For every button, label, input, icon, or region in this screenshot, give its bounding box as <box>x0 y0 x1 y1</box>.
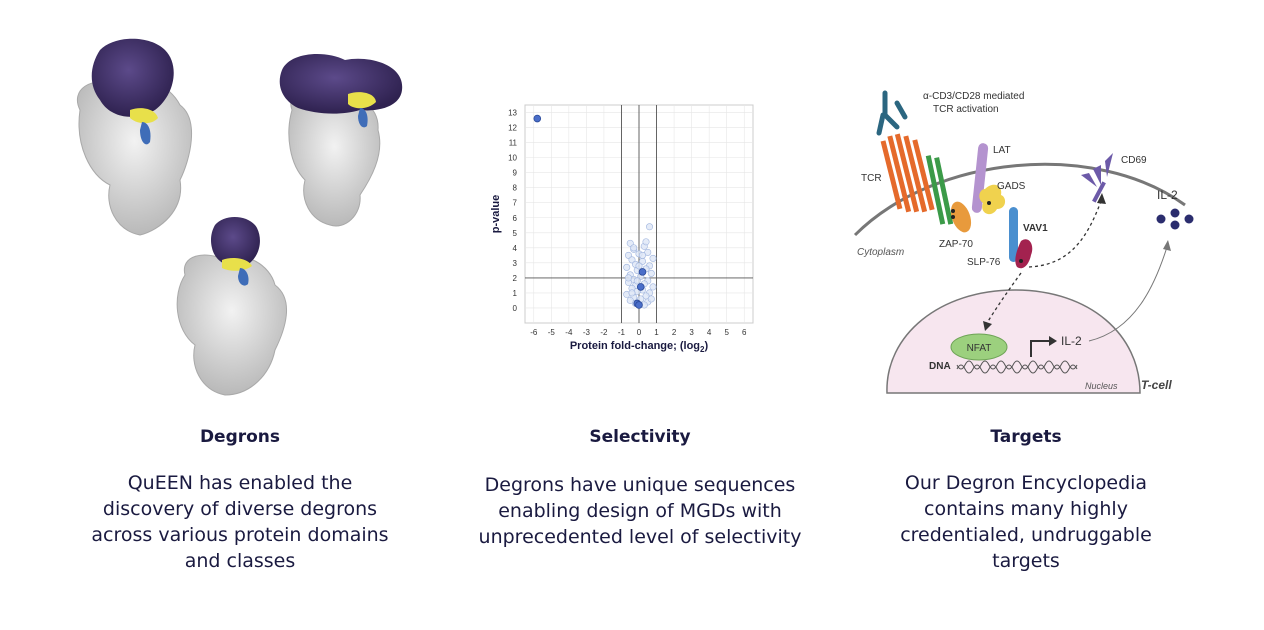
x-tick-label: 1 <box>654 328 659 337</box>
y-tick-label: 12 <box>508 124 517 133</box>
x-tick-label: 2 <box>672 328 677 337</box>
background-protein-point <box>624 274 632 282</box>
nucleus-shape <box>886 289 1141 394</box>
y-tick-label: 10 <box>508 154 517 163</box>
arrow-to-cd69 <box>1028 200 1102 268</box>
tcell-label: T-cell <box>1141 378 1172 392</box>
activation-label-2: TCR activation <box>933 104 999 115</box>
protein-structure-3 <box>176 217 288 396</box>
nfat-label: NFAT <box>967 343 992 354</box>
tcr-label: TCR <box>861 173 882 184</box>
background-protein-point <box>639 251 647 259</box>
y-tick-label: 1 <box>513 289 518 298</box>
dna-label: DNA <box>929 361 951 372</box>
y-axis-label: p-value <box>490 195 502 234</box>
background-protein-point <box>649 254 657 262</box>
x-tick-label: 5 <box>724 328 729 337</box>
cd69-label: CD69 <box>1121 155 1147 166</box>
arrow-secretion <box>1088 246 1168 342</box>
highlighted-protein-point <box>533 114 542 123</box>
y-tick-label: 9 <box>513 169 518 178</box>
zap70-label: ZAP-70 <box>939 239 973 250</box>
il2-molecules <box>1156 208 1194 230</box>
highlighted-protein-point <box>635 301 643 309</box>
antibody-icon <box>876 90 908 136</box>
activation-label: α-CD3/CD28 mediated <box>923 91 1024 102</box>
x-tick-label: 4 <box>707 328 712 337</box>
background-protein-point <box>644 248 652 256</box>
x-axis-label: Protein fold-change; (log2) <box>570 340 709 354</box>
x-tick-label: -2 <box>600 328 608 337</box>
highlighted-protein-point <box>638 268 647 276</box>
background-protein-point <box>633 277 641 285</box>
x-tick-label: -4 <box>565 328 573 337</box>
background-protein-point <box>642 238 650 246</box>
background-protein-point <box>647 269 655 277</box>
background-protein-point <box>626 296 634 304</box>
y-tick-label: 6 <box>513 214 518 223</box>
tcr-receptor <box>880 133 935 213</box>
background-protein-point <box>623 263 631 271</box>
y-tick-label: 2 <box>513 274 518 283</box>
background-protein-point <box>635 262 643 270</box>
highlighted-protein-point <box>636 283 645 291</box>
cell-membrane <box>853 162 1186 237</box>
transcription-arrow <box>1030 340 1051 357</box>
targets-description: Our Degron Encyclopedia contains many hi… <box>900 472 1152 572</box>
y-tick-label: 5 <box>513 229 518 238</box>
x-tick-label: -5 <box>548 328 556 337</box>
cytoplasm-label: Cytoplasm <box>857 247 904 258</box>
protein-structure-1 <box>77 38 193 236</box>
x-tick-label: 3 <box>689 328 694 337</box>
gads-shape <box>979 184 1006 215</box>
background-protein-point <box>647 295 655 303</box>
x-tick-label: 6 <box>742 328 747 337</box>
selectivity-description: Degrons have unique sequences enabling d… <box>478 474 802 548</box>
y-tick-label: 8 <box>513 184 518 193</box>
protein-structures-illustration <box>77 38 403 396</box>
degrons-title: Degrons <box>199 427 281 447</box>
y-tick-label: 11 <box>509 139 518 148</box>
y-tick-label: 7 <box>513 199 518 208</box>
y-tick-label: 0 <box>513 304 518 313</box>
tcell-signaling-diagram: α-CD3/CD28 mediated TCR activation TCR Z… <box>845 85 1205 395</box>
gads-label: GADS <box>997 181 1026 192</box>
background-protein-point <box>630 244 638 252</box>
nfat-shape <box>950 333 1008 361</box>
background-protein-point <box>649 283 657 291</box>
x-tick-label: -1 <box>618 328 626 337</box>
il2-secreted-label: IL-2 <box>1157 188 1178 202</box>
slp76-label: SLP-76 <box>967 257 1001 268</box>
vav1-label: VAV1 <box>1023 223 1048 234</box>
y-tick-label: 13 <box>508 109 517 118</box>
cd3-receptor <box>925 155 954 225</box>
y-tick-label: 3 <box>513 259 518 268</box>
arrow-to-nfat <box>986 272 1022 324</box>
dna-helix <box>956 364 1078 374</box>
x-tick-label: 0 <box>637 328 642 337</box>
background-protein-point <box>646 223 654 231</box>
il2-gene-label: IL-2 <box>1061 334 1082 348</box>
cd69-receptor <box>1081 153 1113 203</box>
slp76-shape <box>1009 207 1018 262</box>
lat-label: LAT <box>993 145 1011 156</box>
y-tick-label: 4 <box>513 244 518 253</box>
nucleus-label: Nucleus <box>1085 381 1118 391</box>
degrons-description: QuEEN has enabled the discovery of diver… <box>91 472 389 572</box>
zap70-shape <box>950 201 972 233</box>
x-tick-label: -3 <box>583 328 591 337</box>
background-protein-point <box>628 289 636 297</box>
protein-structure-2 <box>279 54 403 227</box>
selectivity-title: Selectivity <box>589 427 691 447</box>
x-tick-label: -6 <box>530 328 538 337</box>
targets-title: Targets <box>990 427 1062 447</box>
lat-shape <box>971 143 989 213</box>
